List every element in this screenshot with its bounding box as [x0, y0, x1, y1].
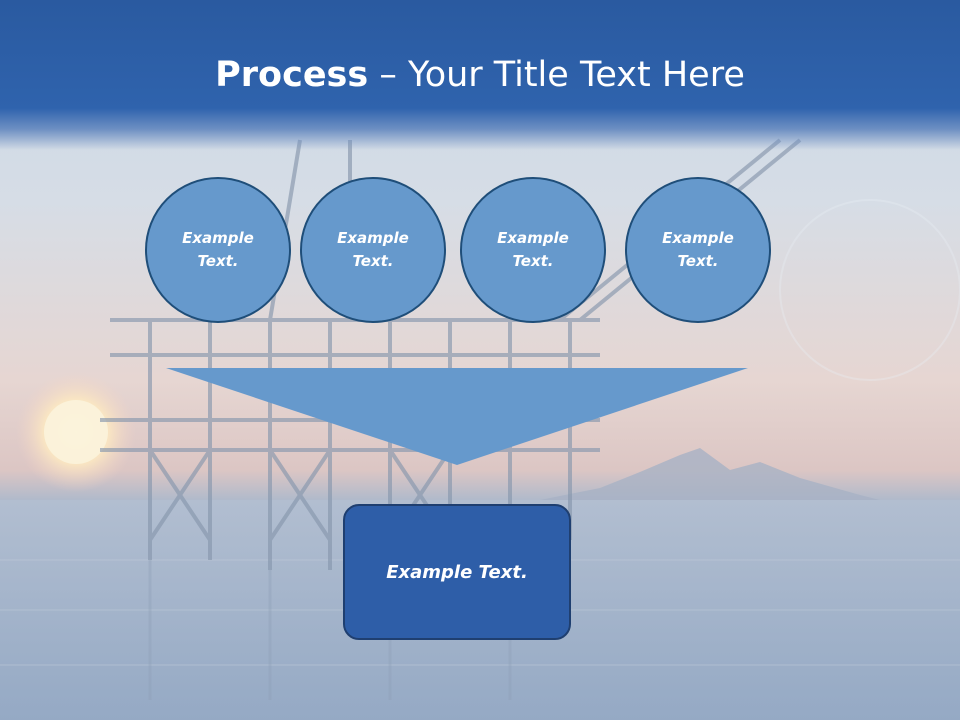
result-box[interactable]: Example Text.	[343, 504, 571, 640]
result-box-text: Example Text.	[386, 561, 528, 583]
title-bar	[0, 0, 960, 150]
slide-title-bold: Process	[215, 55, 369, 95]
slide-title-rest: – Your Title Text Here	[368, 55, 745, 95]
slide-title: Process – Your Title Text Here	[0, 50, 960, 100]
